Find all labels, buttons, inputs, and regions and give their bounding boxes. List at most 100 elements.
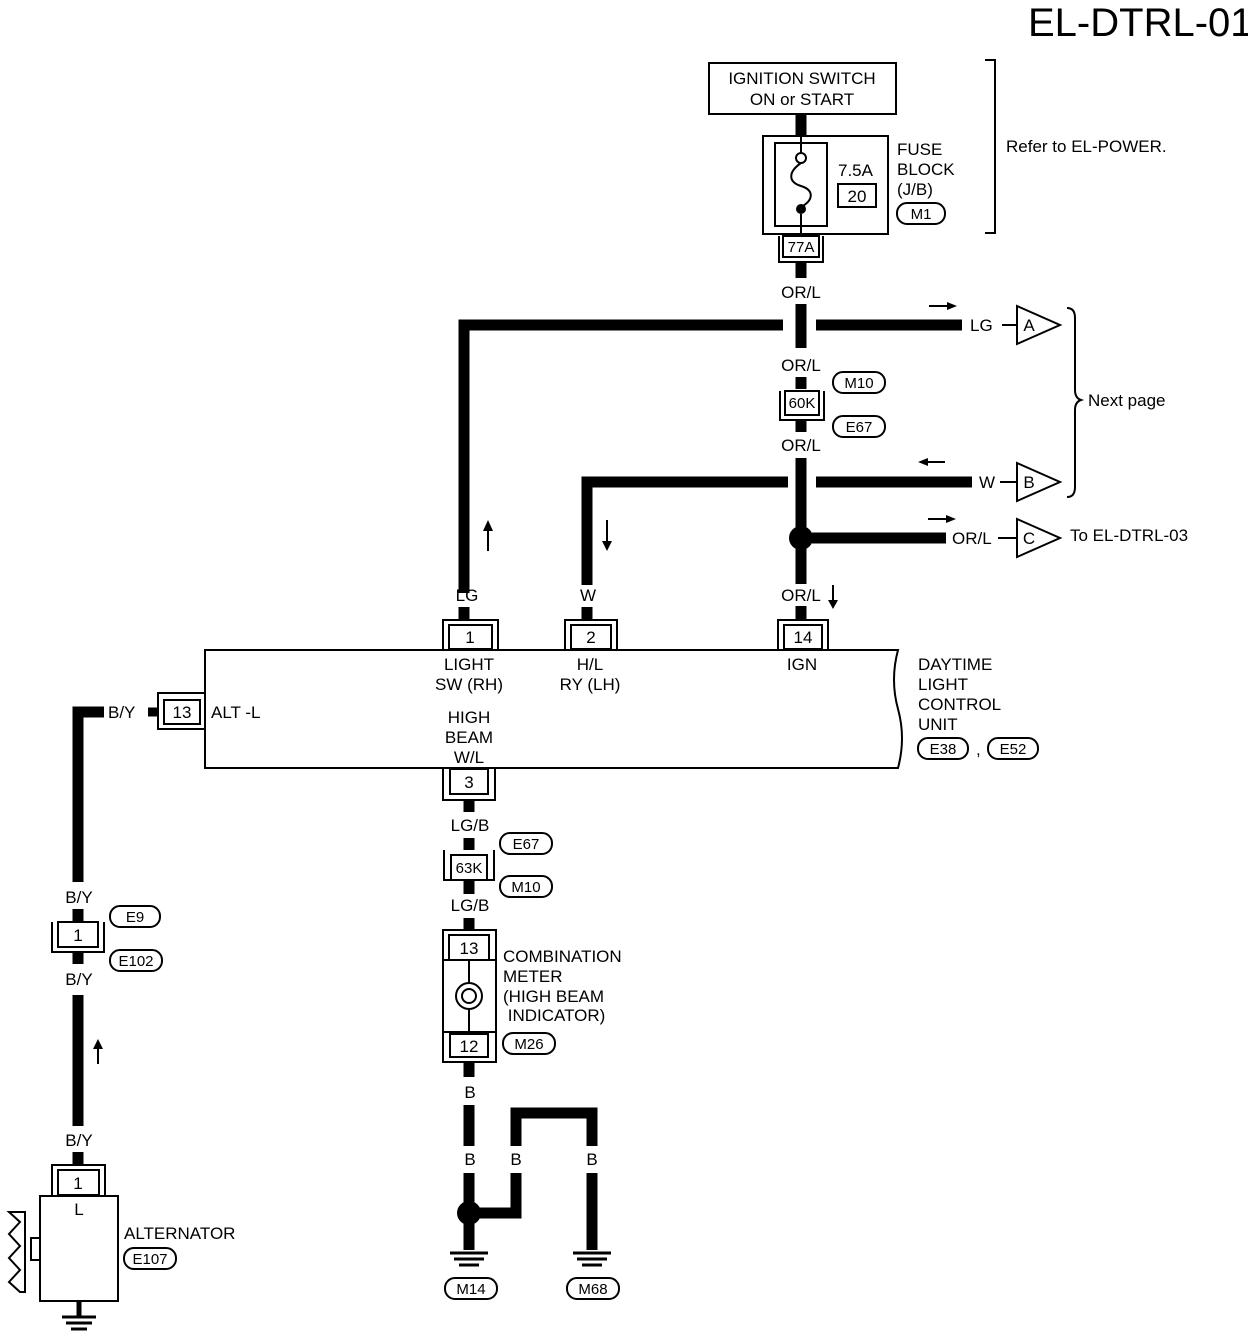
wire-label-or-l-4: OR/L [781, 586, 821, 605]
fuse-block-outline [762, 135, 889, 235]
bulb-filament [461, 988, 478, 1004]
connector-c-letter: C [1023, 529, 1035, 548]
pin-2-label-2: RY (LH) [560, 675, 621, 694]
control-unit-name-3: CONTROL [918, 695, 1001, 714]
connector-60k-box [784, 390, 820, 416]
connector-60k-id-b: E67 [846, 419, 873, 436]
meter-pin-13-box [448, 934, 490, 961]
pulley-icon [6, 1211, 26, 1293]
meter-connector-id: M26 [514, 1036, 543, 1053]
pin-1-label-1: LIGHT [444, 655, 494, 674]
wire-label-or-l-2: OR/L [781, 356, 821, 375]
pin-13-box [163, 699, 201, 725]
wire-lg [458, 319, 783, 593]
wire-label-b-y-3: B/Y [65, 970, 92, 989]
pin-3-label-2: BEAM [445, 728, 493, 747]
pin-3-label-1: HIGH [448, 708, 491, 727]
bulb-icon [455, 982, 483, 1010]
alternator-pin-box [57, 1169, 100, 1196]
wire-label-b-y-2: B/Y [65, 888, 92, 907]
connector-63k-id-a: E67 [513, 836, 540, 853]
control-unit-body [204, 649, 903, 769]
connector-e9-number: 1 [73, 926, 82, 945]
fuse-number-box [837, 183, 877, 208]
alternator-shaft [30, 1237, 41, 1261]
alternator-pin-label: L [74, 1200, 83, 1219]
wire-label-lg-b-2: LG/B [451, 896, 490, 915]
control-unit-name-2: LIGHT [918, 675, 968, 694]
alternator-name: ALTERNATOR [124, 1224, 235, 1243]
wire-b-5 [510, 1107, 598, 1146]
ignition-switch-box [708, 62, 897, 115]
next-page-bracket [1066, 307, 1085, 498]
pin-3-label-3: W/L [454, 748, 484, 767]
page-code: EL-DTRL-01 [1028, 1, 1248, 45]
control-unit-id-b: E52 [1000, 741, 1027, 758]
wire-b-y-1 [72, 706, 104, 882]
wire-label-or-l-3: OR/L [781, 436, 821, 455]
connector-a-letter: A [1023, 316, 1035, 335]
pin-13-number: 13 [173, 703, 192, 722]
pin-14-label: IGN [787, 655, 817, 674]
wire-label-lg-b-1: LG/B [451, 816, 490, 835]
alternator-connector-tag [123, 1247, 177, 1270]
wire-label-b-2: B [464, 1150, 475, 1169]
connector-b-letter: B [1023, 473, 1034, 492]
connector-a-triangle [1016, 304, 1063, 346]
connector-e9-tag-a [109, 905, 161, 928]
arrow-up-icon [93, 1039, 103, 1049]
connector-63k-tag-b [499, 875, 553, 898]
wire-label-lg-out: LG [970, 316, 993, 335]
wire-label-or-l-out: OR/L [952, 529, 992, 548]
arrow-right-icon [946, 515, 956, 523]
connector-e9-tag-b [109, 949, 163, 972]
wire-w [581, 476, 788, 585]
connector-63k-tag-a [499, 832, 553, 855]
to-note: To EL-DTRL-03 [1070, 526, 1188, 545]
control-unit-id-a: E38 [930, 741, 957, 758]
pin-13-label: ALT -L [211, 703, 260, 722]
connector-e9-id-a: E9 [126, 909, 144, 926]
meter-label-1: COMBINATION [503, 947, 622, 966]
control-unit-name-4: UNIT [918, 715, 958, 734]
arrow-left-icon [918, 458, 928, 466]
connector-e9-box [57, 921, 99, 948]
fuse-connector-id: M1 [911, 206, 932, 223]
pin-3-box [449, 768, 489, 795]
wire-label-lg: LG [456, 586, 479, 605]
control-unit-name-1: DAYTIME [918, 655, 992, 674]
fuse-terminal-box [782, 235, 820, 258]
wire-label-w-out: W [979, 473, 995, 492]
refer-note: Refer to EL-POWER. [1006, 137, 1167, 156]
arrow-down-icon [828, 600, 838, 609]
alternator-connector-bracket [51, 1164, 106, 1196]
meter-pin-12: 12 [460, 1037, 479, 1056]
pin-14-box [783, 624, 823, 650]
meter-label-4: INDICATOR) [503, 1006, 605, 1025]
fuse-icon [790, 162, 812, 208]
alternator-pin: 1 [73, 1174, 82, 1193]
meter-pin-13: 13 [460, 939, 479, 958]
arrow-up-icon [483, 520, 493, 531]
meter-label-3: (HIGH BEAM [503, 987, 604, 1006]
next-page-note: Next page [1088, 391, 1166, 410]
pin-14-bracket [777, 619, 829, 649]
pin-1-box [448, 624, 493, 650]
wire-label-b-4: B [586, 1150, 597, 1169]
connector-60k-id-a: M10 [844, 375, 873, 392]
pin-14-number: 14 [794, 628, 813, 647]
power-bracket [985, 59, 996, 234]
control-unit-tag-a [917, 737, 969, 760]
arrow-right-icon [947, 302, 957, 310]
fuse-number: 20 [848, 187, 867, 206]
connector-63k-id-b: M10 [511, 879, 540, 896]
fuse-block-label-3: (J/B) [897, 180, 933, 199]
ground-m68-tag [566, 1277, 620, 1300]
fuse-connector-tag [896, 202, 946, 225]
wire-label-or-l-1: OR/L [781, 283, 821, 302]
connector-e9-id-b: E102 [118, 953, 153, 970]
ground-m14-tag [444, 1277, 498, 1300]
wire-label-b-y-4: B/Y [65, 1131, 92, 1150]
pin-1-number: 1 [465, 628, 474, 647]
ground-m14-id: M14 [456, 1281, 485, 1298]
